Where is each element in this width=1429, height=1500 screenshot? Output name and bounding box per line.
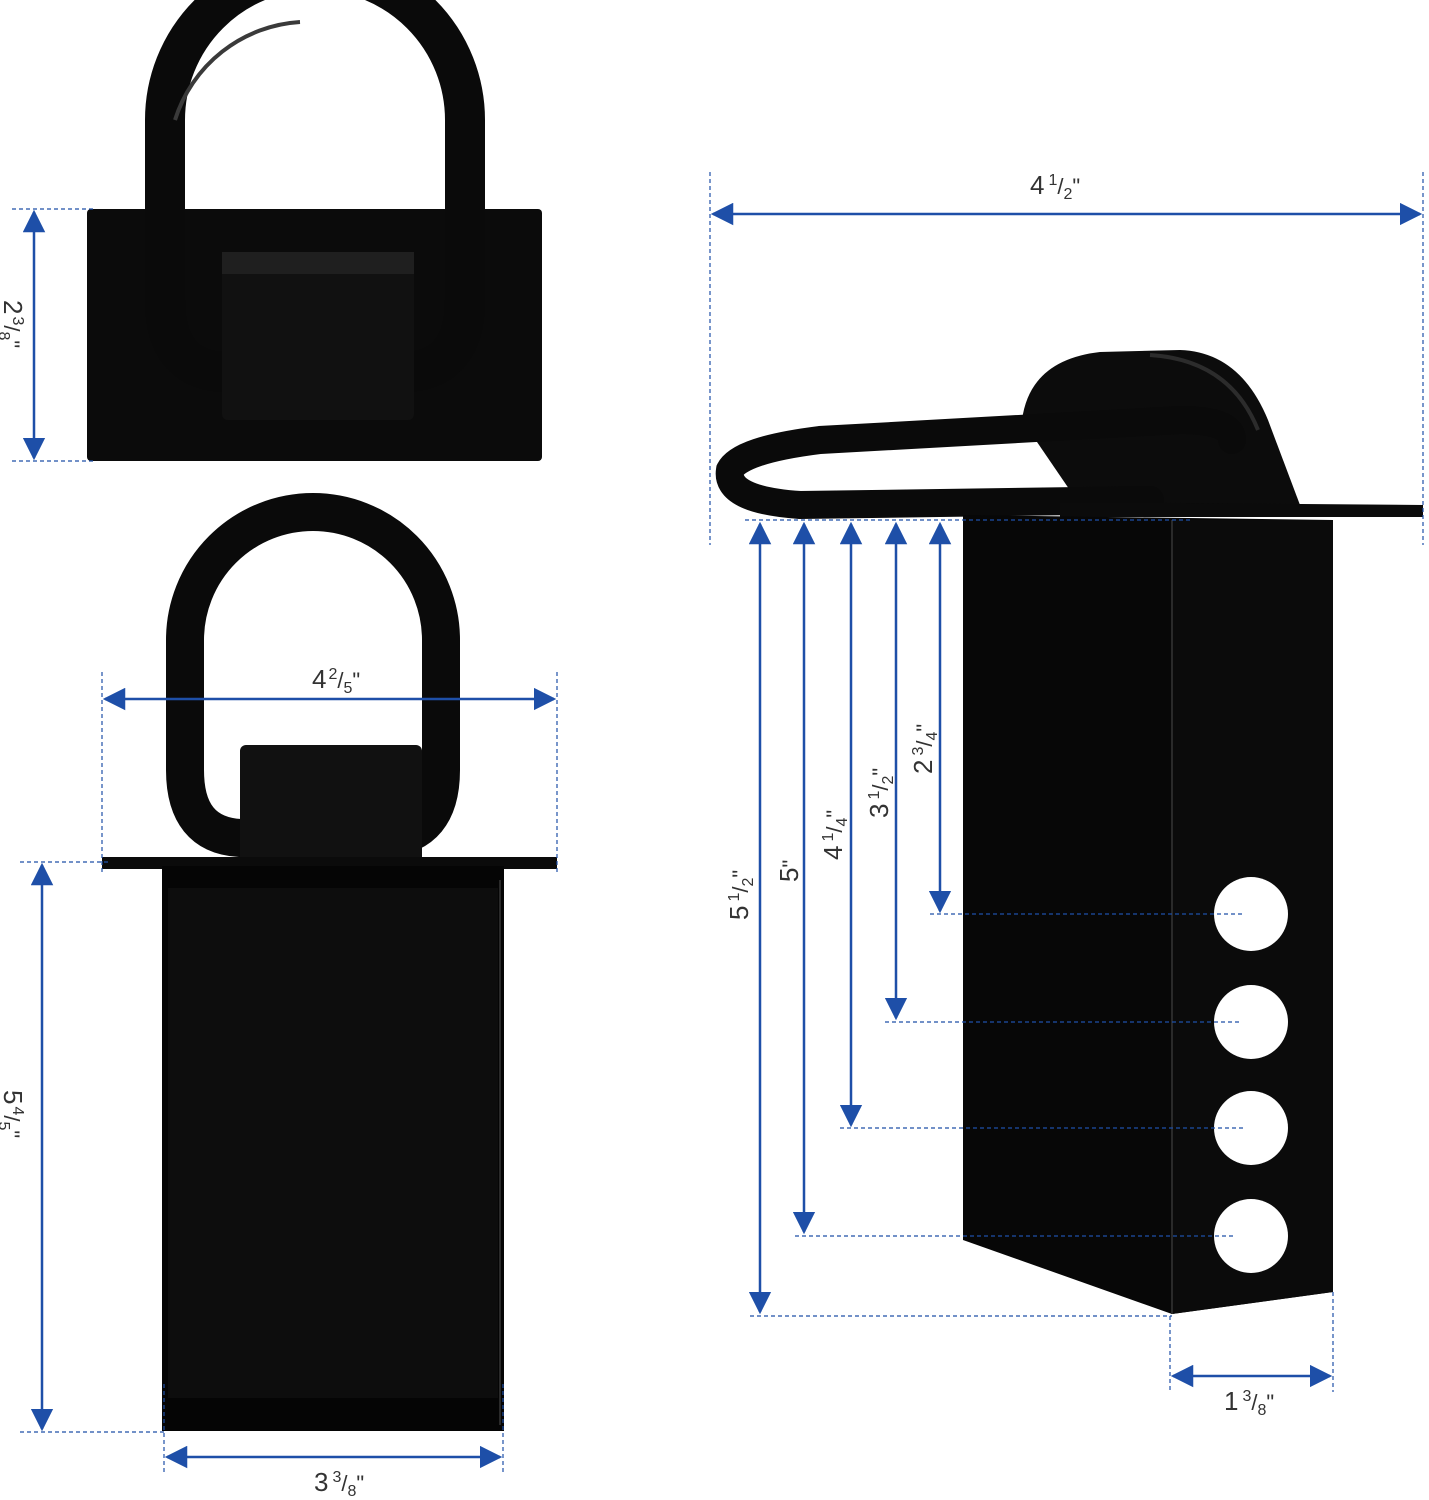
hole-2-label: 31/2" xyxy=(864,768,897,818)
hole-3-label: 41/4" xyxy=(818,810,851,860)
side-view-vertical-dimensions xyxy=(745,519,1245,1317)
front-view-product xyxy=(102,493,557,1431)
front-view-d-ring xyxy=(166,493,460,857)
top-view-height-dimension xyxy=(12,208,95,462)
hole-4-label: 5" xyxy=(774,860,804,882)
top-view-height-label: 23/8" xyxy=(0,300,28,348)
hole-1-label: 23/4" xyxy=(908,724,941,774)
side-view-depth-dimension xyxy=(1169,1292,1334,1392)
front-view-ring-clip xyxy=(240,745,422,863)
side-view-width-dimension xyxy=(709,172,1424,545)
front-view-height-label: 54/5" xyxy=(0,1090,28,1138)
front-view-box-width-dimension xyxy=(163,1384,504,1475)
top-view-ring-clip xyxy=(222,252,414,420)
side-view-hole-3 xyxy=(1214,1091,1288,1165)
side-view-hole-1 xyxy=(1214,877,1288,951)
side-view-height-label: 51/2" xyxy=(724,870,757,920)
side-view-hole-2 xyxy=(1214,985,1288,1059)
front-view-width-dimension xyxy=(101,672,558,872)
top-view-product xyxy=(87,0,542,461)
side-view-flange xyxy=(1060,502,1423,517)
front-view-height-dimension xyxy=(20,861,165,1433)
side-view-d-ring xyxy=(715,405,1246,520)
side-view-product xyxy=(715,350,1423,1314)
side-view-hole-4 xyxy=(1214,1199,1288,1273)
